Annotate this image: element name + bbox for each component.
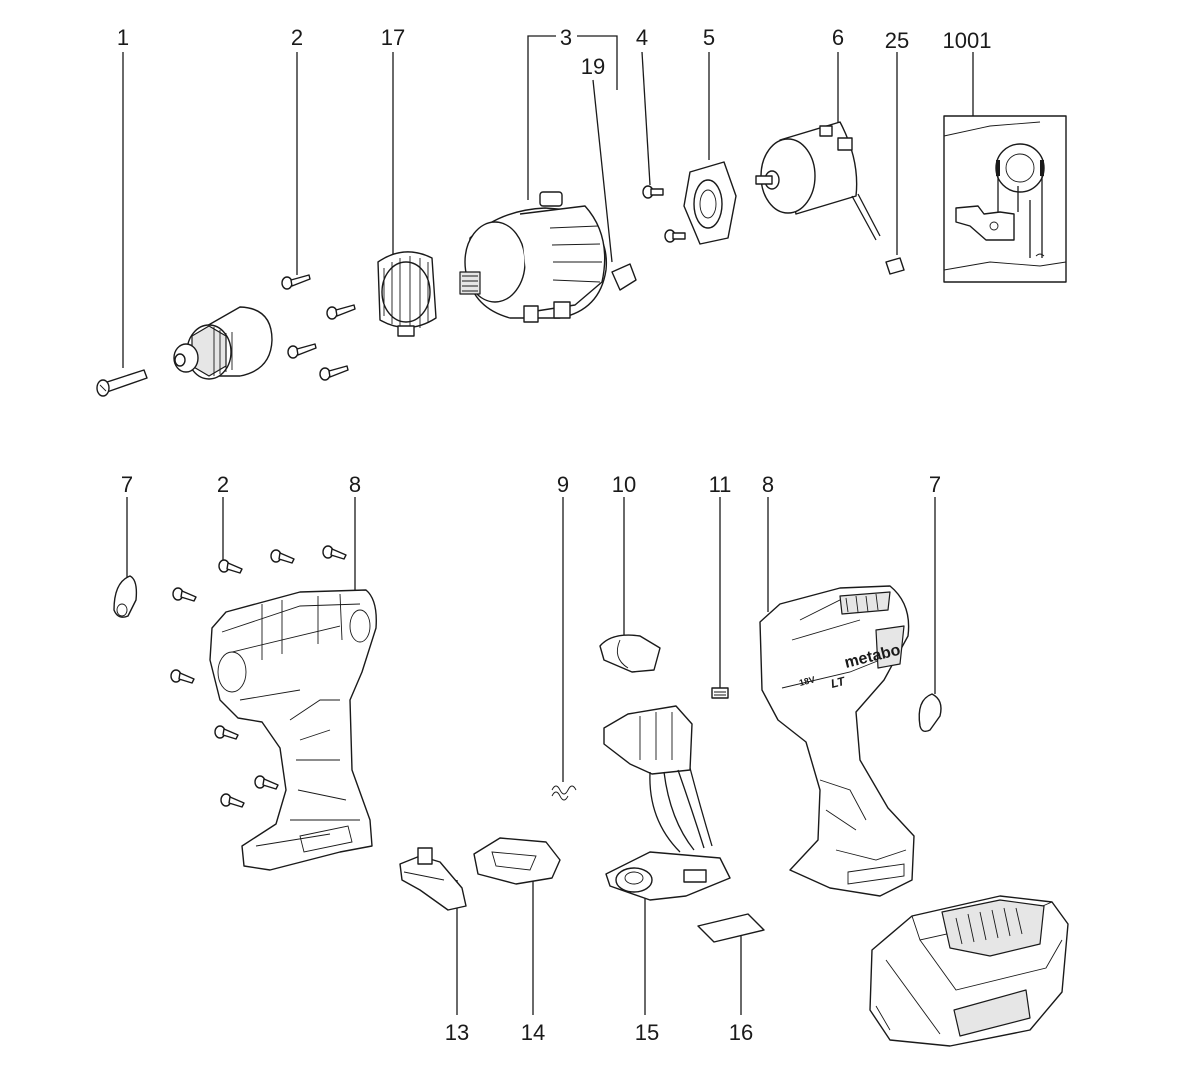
callout-7-left: 7: [121, 472, 133, 497]
callout-7-right: 7: [929, 472, 941, 497]
callout-labels: 1 2 17 3 19 4 5 6 25 1001 7 2 8 9 10 11 …: [117, 25, 992, 1045]
callout-8-left: 8: [349, 472, 361, 497]
callout-6: 6: [832, 25, 844, 50]
callout-9: 9: [557, 472, 569, 497]
callout-13: 13: [445, 1020, 469, 1045]
part-2-screws-lower: [170, 545, 347, 808]
part-11-contact: [711, 687, 729, 699]
battery-pack: [869, 895, 1069, 1047]
part-16-label-sheet: [697, 913, 765, 943]
callout-16: 16: [729, 1020, 753, 1045]
callout-1: 1: [117, 25, 129, 50]
part-6-motor: [755, 121, 881, 241]
part-10-direction-button: [599, 634, 661, 673]
callout-5: 5: [703, 25, 715, 50]
drill-chuck: [173, 306, 273, 380]
part-17-clutch-ring: [377, 251, 437, 337]
callout-15: 15: [635, 1020, 659, 1045]
part-8-housing-right: metabo LT 18V: [759, 585, 915, 897]
part-2-screws-top: [281, 274, 356, 381]
part-13-lock-slider: [399, 847, 467, 911]
part-15-switch-assembly: [603, 705, 731, 901]
part-7-cap-right: [918, 693, 942, 733]
callout-4: 4: [636, 25, 648, 50]
callout-3: 3: [560, 25, 572, 50]
part-9-spring: [551, 785, 577, 801]
part-1-long-screw: [96, 369, 148, 397]
callout-11: 11: [709, 472, 732, 497]
callout-1001: 1001: [943, 28, 992, 53]
part-4-screws: [642, 185, 686, 243]
part-3-gearbox: [459, 191, 608, 323]
part-14-base-plate: [473, 837, 561, 885]
callout-2: 2: [291, 25, 303, 50]
callout-8-right: 8: [762, 472, 774, 497]
leader-lines: [122, 35, 974, 1015]
part-25-small-block: [885, 257, 905, 275]
callout-25: 25: [885, 28, 909, 53]
callout-2-lower: 2: [217, 472, 229, 497]
callout-14: 14: [521, 1020, 545, 1045]
part-1001-wiring-schematic: [943, 115, 1067, 283]
part-19-switch-piece: [611, 263, 637, 291]
part-8-housing-left: [209, 589, 377, 871]
callout-17: 17: [381, 25, 405, 50]
callout-19: 19: [581, 54, 605, 79]
housing-model-mark: LT: [829, 674, 847, 691]
callout-10: 10: [612, 472, 636, 497]
housing-voltage-mark: 18V: [798, 674, 816, 688]
part-5-motor-plate: [683, 161, 737, 245]
part-7-cap-left: [113, 575, 138, 618]
